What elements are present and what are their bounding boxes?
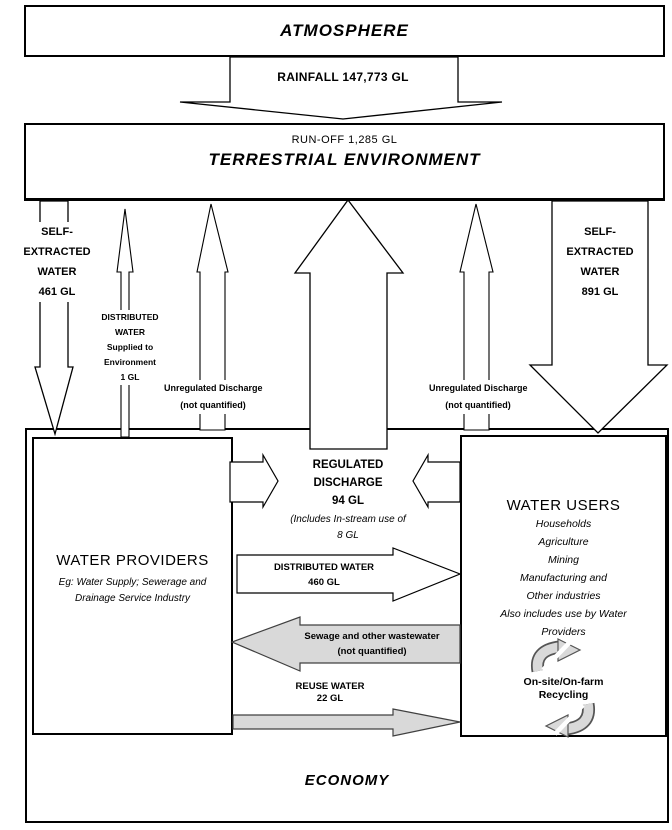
water-users-item: Also includes use by Water (500, 608, 627, 620)
water-users-list: Households Agriculture Mining Manufactur… (460, 515, 667, 641)
distributed-water-line: 460 GL (308, 577, 340, 588)
regulated-discharge-note: (Includes In-stream use of 8 GL (272, 512, 424, 544)
distributed-water-arrow (236, 547, 462, 602)
reuse-water-arrow (232, 708, 461, 737)
self-extracted-left-line: EXTRACTED (23, 246, 91, 258)
self-extracted-left-line: SELF- (41, 226, 73, 238)
return-to-environment-arrow (293, 198, 405, 450)
atmosphere-box: ATMOSPHERE (24, 5, 665, 57)
water-users-item: Agriculture (538, 536, 589, 548)
regulated-line: REGULATED (312, 459, 384, 471)
regulated-note-line: 8 GL (337, 530, 359, 541)
recycling-label: On-site/On-farm Recycling (460, 676, 667, 702)
water-users-title: WATER USERS (506, 497, 621, 514)
dist-env-line: Supplied to (106, 342, 154, 352)
unreg-right-line: Unregulated Discharge (429, 383, 528, 393)
unregulated-discharge-right-arrow (459, 203, 494, 431)
water-users-box (460, 435, 667, 737)
self-extracted-left-line: 461 GL (38, 286, 76, 298)
economy-title: ECONOMY (304, 772, 390, 789)
water-users-item: Households (535, 518, 592, 530)
sewage-wastewater-arrow (230, 616, 461, 672)
self-extracted-right-line: SELF- (584, 226, 616, 238)
regulated-note-line: (Includes In-stream use of (290, 514, 406, 525)
atmosphere-title: ATMOSPHERE (280, 21, 409, 40)
self-extracted-right-arrow (528, 200, 669, 434)
unreg-right-line: (not quantified) (445, 400, 511, 410)
rainfall-arrow (179, 56, 503, 120)
water-providers-box (32, 437, 233, 735)
self-extracted-left-label: SELF- EXTRACTED WATER 461 GL (15, 222, 99, 302)
providers-subtitle-line: Drainage Service Industry (74, 593, 191, 604)
recycling-top-icon (530, 638, 582, 673)
water-providers-content: WATER PROVIDERS Eg: Water Supply; Sewera… (32, 552, 233, 607)
sewage-wastewater-label: Sewage and other wastewater (not quantif… (288, 629, 456, 659)
providers-subtitle-line: Eg: Water Supply; Sewerage and (58, 577, 207, 588)
recycling-label-line: Recycling (538, 689, 589, 701)
reuse-line: REUSE WATER (295, 681, 365, 692)
self-extracted-right-line: EXTRACTED (566, 246, 634, 258)
self-extracted-left-line: WATER (37, 266, 77, 278)
reuse-line: 22 GL (316, 693, 344, 704)
water-providers-subtitle: Eg: Water Supply; Sewerage and Drainage … (32, 575, 233, 607)
unregulated-discharge-left-arrow (196, 203, 229, 431)
distributed-to-environment-label: DISTRIBUTED WATER Supplied to Environmen… (94, 310, 166, 385)
distributed-water-line: DISTRIBUTED WATER (273, 562, 375, 573)
regulated-line: DISCHARGE (313, 477, 383, 489)
terrestrial-environment-title: TERRESTRIAL ENVIRONMENT (208, 150, 481, 169)
regulated-discharge-left-arrow (229, 452, 279, 510)
dist-env-line: DISTRIBUTED (101, 312, 159, 322)
water-users-item: Other industries (526, 590, 601, 602)
water-providers-title: WATER PROVIDERS (56, 552, 209, 569)
dist-env-line: WATER (114, 327, 146, 337)
reuse-water-label: REUSE WATER 22 GL (250, 681, 410, 705)
water-users-item: Manufacturing and (520, 572, 607, 584)
unreg-left-line: Unregulated Discharge (164, 383, 263, 393)
sewage-line: Sewage and other wastewater (304, 631, 440, 642)
regulated-line: 94 GL (332, 495, 364, 507)
regulated-discharge-right-arrow (412, 452, 461, 510)
regulated-discharge-main: REGULATED DISCHARGE 94 GL (272, 456, 424, 510)
recycling-bottom-icon (544, 702, 596, 738)
self-extracted-right-line: 891 GL (581, 286, 619, 298)
dist-env-line: Environment (104, 357, 156, 367)
distributed-water-label: DISTRIBUTED WATER 460 GL (244, 560, 404, 590)
regulated-discharge-label: REGULATED DISCHARGE 94 GL (Includes In-s… (272, 456, 424, 544)
terrestrial-environment-box: RUN-OFF 1,285 GL TERRESTRIAL ENVIRONMENT (24, 123, 665, 201)
sewage-line: (not quantified) (337, 646, 407, 657)
runoff-label: RUN-OFF 1,285 GL (291, 134, 398, 146)
rainfall-label: RAINFALL 147,773 GL (277, 70, 409, 84)
water-users-item: Mining (548, 554, 579, 566)
water-users-item: Providers (541, 626, 586, 638)
unregulated-discharge-right-label: Unregulated Discharge (not quantified) (429, 380, 528, 414)
unreg-left-line: (not quantified) (180, 400, 246, 410)
recycling-label-line: On-site/On-farm (523, 676, 604, 688)
dist-env-line: 1 GL (120, 372, 140, 382)
self-extracted-right-label: SELF- EXTRACTED WATER 891 GL (558, 222, 642, 302)
self-extracted-right-line: WATER (580, 266, 620, 278)
unregulated-discharge-left-label: Unregulated Discharge (not quantified) (164, 380, 263, 414)
